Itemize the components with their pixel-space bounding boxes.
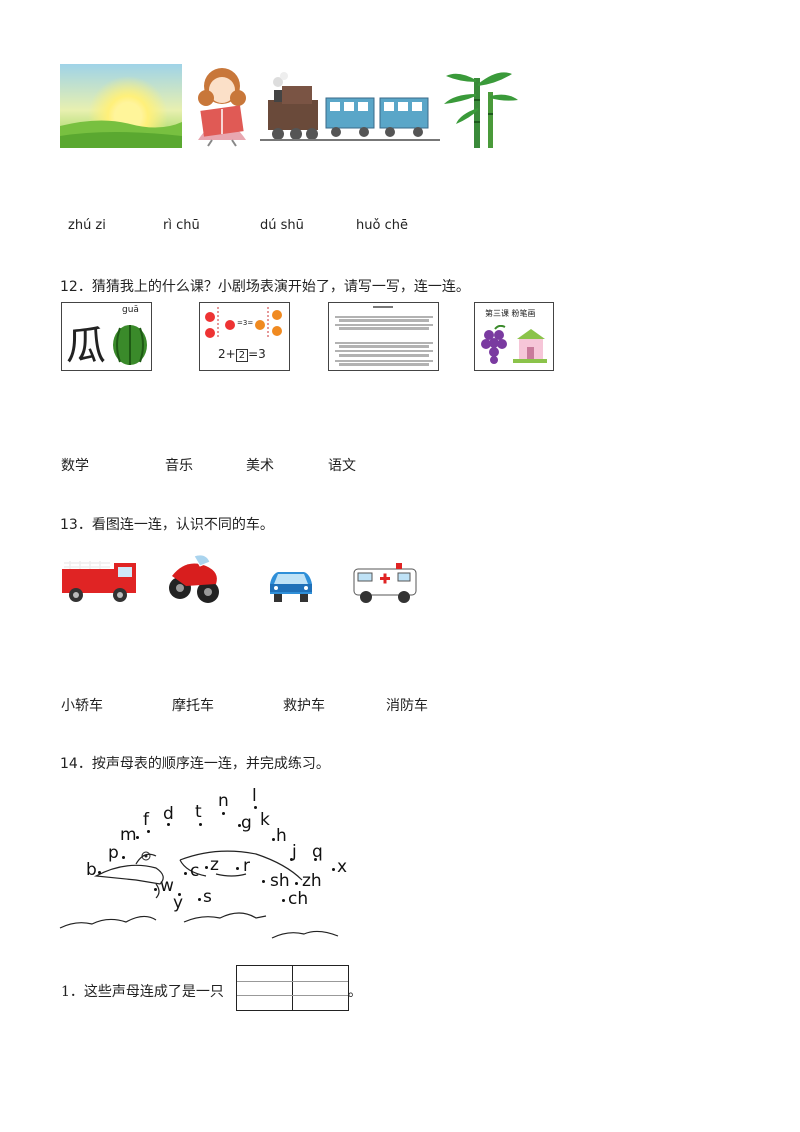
- dot: [136, 836, 139, 839]
- letter-m: m: [120, 825, 137, 845]
- dot: [167, 823, 170, 826]
- dot: [238, 824, 241, 827]
- question-14-title: 14．按声母表的顺序连一连，并完成练习。: [60, 756, 330, 772]
- answer-grid[interactable]: [236, 965, 349, 1011]
- equation-right: =3: [248, 347, 266, 361]
- music-lesson-card: [328, 302, 439, 371]
- dot: [332, 868, 335, 871]
- pinyin-richu: rì chū: [163, 218, 200, 233]
- subject-art: 美术: [246, 458, 274, 474]
- letter-y: y: [173, 893, 184, 913]
- letter-n: n: [218, 791, 229, 811]
- question-12-title: 12．猜猜我上的什么课？小剧场表演开始了，请写一写，连一连。: [60, 279, 470, 295]
- letter-c: c: [190, 861, 200, 881]
- letter-d: d: [163, 804, 174, 824]
- letter-zh: zh: [302, 871, 322, 891]
- dot: [295, 882, 298, 885]
- chinese-lesson-card: 瓜 guā: [61, 302, 152, 371]
- sub-question-1-suffix: 。: [348, 984, 362, 1000]
- sunrise-picture: [60, 64, 182, 156]
- fire-truck-icon: [62, 561, 136, 602]
- pinyin-dushu: dú shū: [260, 218, 304, 233]
- grapes-and-house-icon: [481, 325, 547, 364]
- dot: [98, 871, 101, 874]
- card-mini-equation: =3=: [237, 319, 254, 327]
- card-art-title: 第三课 粉笔画: [485, 309, 536, 318]
- dot: [262, 880, 265, 883]
- subject-chinese: 语文: [328, 458, 356, 474]
- letter-ch: ch: [288, 889, 309, 909]
- letter-z: z: [210, 855, 219, 875]
- dot: [314, 858, 317, 861]
- label-motorcycle: 摩托车: [172, 698, 214, 714]
- dot: [222, 812, 225, 815]
- letter-r: r: [243, 856, 250, 876]
- label-ambulance: 救护车: [283, 698, 325, 714]
- dot-to-dot-drawing: [59, 850, 339, 939]
- sub-question-1-prefix: 1．这些声母连成了是一只: [61, 984, 224, 1000]
- answer-grid-line: [237, 995, 348, 996]
- answer-grid-line: [237, 981, 348, 982]
- letter-q: q: [312, 842, 323, 862]
- motorcycle-icon: [169, 554, 219, 603]
- card-character: 瓜: [66, 323, 106, 369]
- dot: [236, 867, 239, 870]
- dot: [147, 830, 150, 833]
- answer-grid-divider: [292, 966, 293, 1010]
- bamboo-picture: [444, 72, 518, 148]
- equation-left: 2+: [218, 347, 236, 361]
- dot: [272, 838, 275, 841]
- pinyin-zhuzi: zhú zi: [68, 218, 106, 233]
- train-picture: [260, 72, 440, 141]
- girl-reading-picture: [198, 68, 246, 147]
- label-sedan: 小轿车: [61, 698, 103, 714]
- equation-box: 2: [235, 349, 249, 362]
- subject-math: 数学: [61, 458, 89, 474]
- dot: [178, 893, 181, 896]
- letter-x: x: [337, 857, 348, 877]
- dot: [184, 872, 187, 875]
- car-icon: [270, 572, 312, 602]
- dot: [199, 823, 202, 826]
- subject-music: 音乐: [165, 458, 193, 474]
- sub-question-1: 1．这些声母连成了是一只: [61, 981, 224, 1001]
- letter-h: h: [276, 826, 287, 846]
- letter-w: w: [160, 876, 174, 896]
- fruit-icons: [205, 307, 282, 339]
- music-score-icon: [335, 306, 433, 366]
- card-equation: 2+2=3: [218, 347, 266, 362]
- dot: [154, 888, 157, 891]
- art-lesson-card: 第三课 粉笔画: [474, 302, 554, 371]
- letter-l: l: [252, 786, 257, 806]
- dot: [290, 858, 293, 861]
- letter-f: f: [143, 810, 149, 830]
- letter-p: p: [108, 843, 119, 863]
- dot: [122, 856, 125, 859]
- letter-b: b: [86, 860, 97, 880]
- letter-sh: sh: [270, 871, 290, 891]
- letter-t: t: [195, 802, 202, 822]
- watermelon-icon: [113, 325, 147, 365]
- letter-g: g: [241, 813, 252, 833]
- math-lesson-card: =3= 2+2=3: [199, 302, 290, 371]
- letter-k: k: [260, 810, 270, 830]
- dot: [254, 806, 257, 809]
- dot: [198, 898, 201, 901]
- dot: [282, 899, 285, 902]
- question-13-title: 13．看图连一连，认识不同的车。: [60, 517, 274, 533]
- dot: [205, 866, 208, 869]
- ambulance-icon: [353, 563, 417, 603]
- label-fire-truck: 消防车: [386, 698, 428, 714]
- card-pinyin: guā: [122, 305, 139, 315]
- letter-j: j: [292, 842, 297, 862]
- letter-s: s: [203, 887, 212, 907]
- picture-strip: [60, 64, 520, 156]
- pinyin-huoche: huǒ chē: [356, 218, 408, 233]
